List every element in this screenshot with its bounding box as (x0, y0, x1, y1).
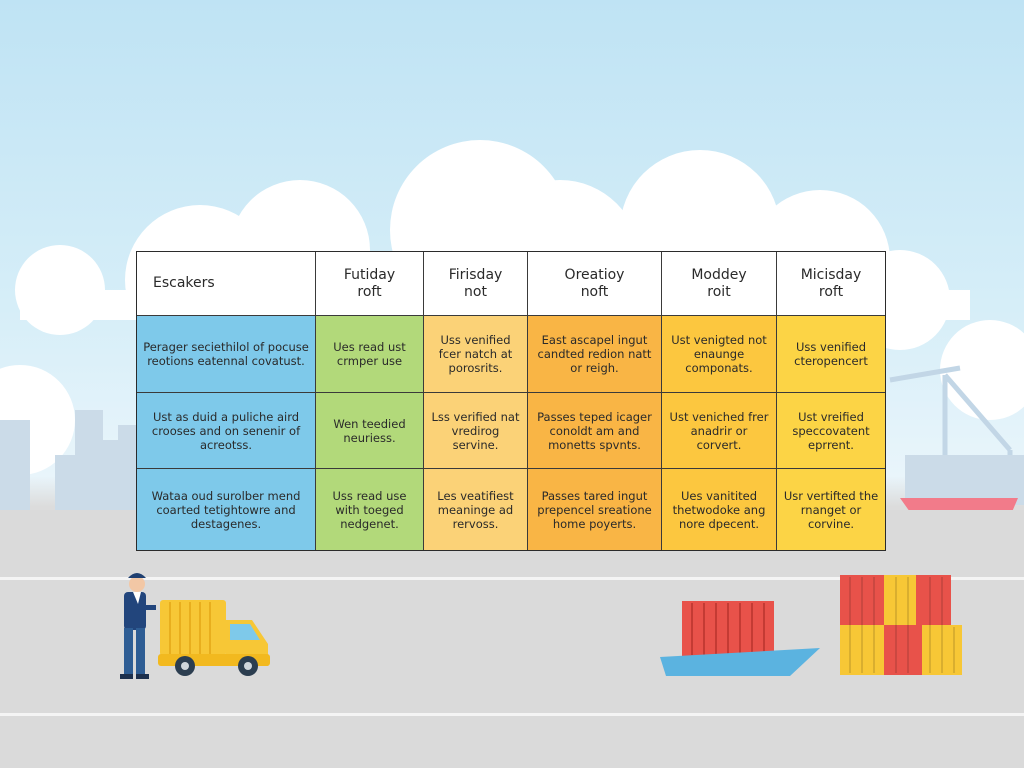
header-title: Moddey (691, 266, 747, 283)
table-cell: Uss venified fcer natch at porosrits. (424, 316, 528, 393)
road-line-top (0, 577, 1024, 580)
city-skyline (0, 410, 136, 510)
table-header-cell: Firisday not (424, 252, 528, 316)
worker (120, 573, 156, 679)
table-cell: Ues vanitited thetwodoke ang nore dpecen… (662, 469, 777, 550)
table-header-cell: Oreatioy noft (528, 252, 662, 316)
schedule-table: Escakers Futiday roft Firisday not Oreat… (136, 251, 886, 551)
header-title: Micisday (800, 266, 862, 283)
table-cell: Usr vertifted the rnanget or corvine. (777, 469, 885, 550)
header-subtitle: not (464, 283, 487, 300)
table-cell: Ust venigted not enaunge componats. (662, 316, 777, 393)
table-cell: Passes tared ingut prepencel sreatione h… (528, 469, 662, 550)
table-cell: Ust vreified speccovatent eprrent. (777, 393, 885, 469)
header-subtitle: roit (707, 283, 731, 300)
table-cell: Ust veniched frer anadrir or corvert. (662, 393, 777, 469)
table-cell: Wen teedied neuriess. (316, 393, 424, 469)
header-subtitle: roft (357, 283, 382, 300)
table-cell: Les veatifiest meaninge ad rervoss. (424, 469, 528, 550)
table-cell: Uss venified cteropencert (777, 316, 885, 393)
header-title: Firisday (448, 266, 503, 283)
table-header-cell: Escakers (137, 252, 316, 316)
header-title: Futiday (343, 266, 396, 283)
table-cell: Uss read use with toeged nedgenet. (316, 469, 424, 550)
table-cell: Passes teped icager conoldt am and monet… (528, 393, 662, 469)
table-header-cell: Moddey roit (662, 252, 777, 316)
table-cell: Ust as duid a puliche aird crooses and o… (137, 393, 316, 469)
shipping-container-boat (660, 601, 820, 676)
road-line-bottom (0, 713, 1024, 716)
header-title: Escakers (153, 275, 215, 291)
cargo-ship (900, 498, 1018, 512)
table-cell: Perager seciethilol of pocuse reotions e… (137, 316, 316, 393)
table-cell: East ascapel ingut candted redion natt o… (528, 316, 662, 393)
table-header-cell: Micisday roft (777, 252, 885, 316)
header-title: Oreatioy (564, 266, 625, 283)
table-header-cell: Futiday roft (316, 252, 424, 316)
delivery-van (158, 600, 270, 676)
table-cell: Lss verified nat vredirog servine. (424, 393, 528, 469)
header-subtitle: noft (580, 283, 609, 300)
harbor-building (905, 455, 1024, 505)
table-cell: Wataa oud surolber mend coarted tetighto… (137, 469, 316, 550)
container-stack (840, 575, 962, 675)
table-cell: Ues read ust crmper use (316, 316, 424, 393)
header-subtitle: roft (818, 283, 844, 300)
